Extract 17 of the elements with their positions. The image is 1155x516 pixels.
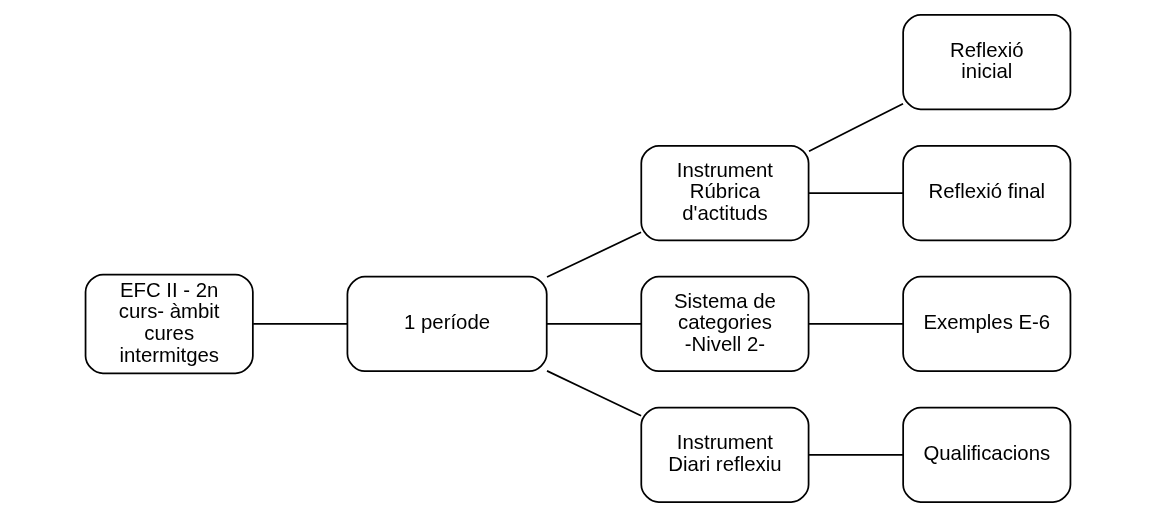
node-box: Instrument Diari reflexiu	[639, 406, 809, 503]
connector	[807, 453, 904, 456]
node-box: Sistema de categories -Nivell 2-	[639, 275, 809, 372]
connector	[807, 191, 904, 194]
connector	[545, 322, 642, 325]
connector	[251, 322, 348, 325]
node-box: 1 període	[346, 275, 548, 372]
node-box: Instrument Rúbrica d'actituds	[639, 144, 809, 241]
connector	[545, 369, 642, 417]
connector	[807, 102, 904, 152]
node-box: Qualificacions	[901, 406, 1071, 503]
connector	[807, 322, 904, 325]
node-box: EFC II - 2n curs- àmbit cures intermitges	[84, 273, 254, 374]
node-box: Exemples E-6	[901, 275, 1071, 372]
node-box: Reflexió inicial	[901, 13, 1071, 110]
node-box: Reflexió final	[901, 144, 1071, 241]
connector	[545, 230, 642, 278]
